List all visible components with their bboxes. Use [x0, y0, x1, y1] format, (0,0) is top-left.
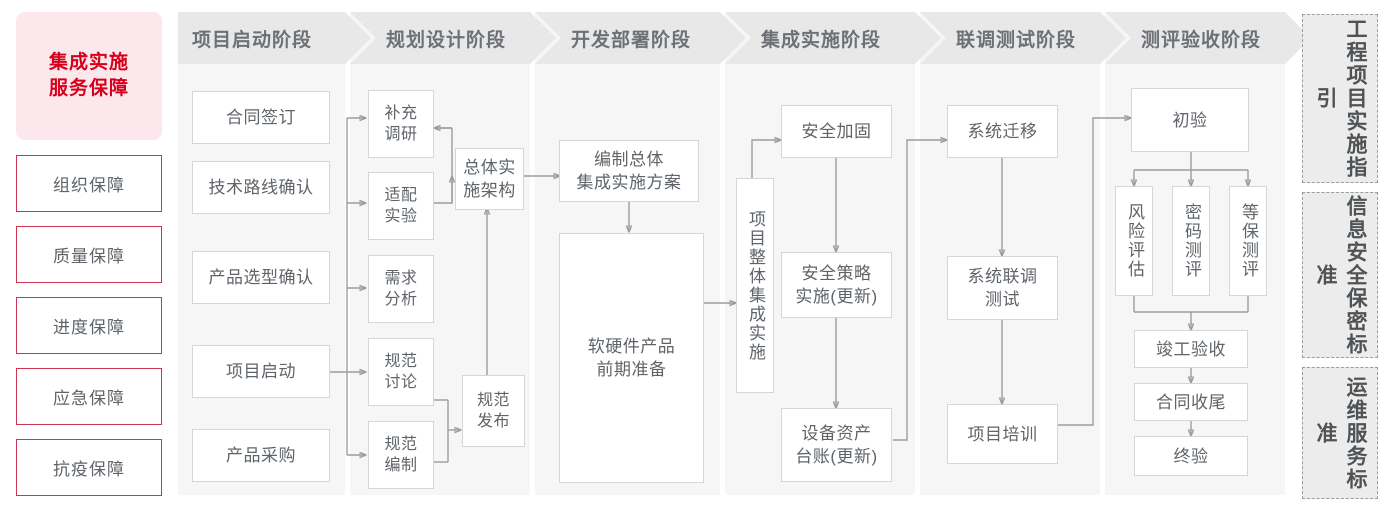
stage-header-planning[interactable]: 规划设计阶段: [350, 12, 556, 64]
guarantee-item-label: 进度保障: [53, 318, 125, 337]
guarantee-item-quality[interactable]: 质量保障: [16, 226, 162, 283]
node-label-line-1: 编制总体: [594, 150, 664, 169]
node-label-line-1: 安全策略: [801, 264, 872, 283]
guarantee-item-emergency[interactable]: 应急保障: [16, 368, 162, 425]
node-label-line-2: 发布: [476, 413, 510, 430]
node-product-selection-confirm[interactable]: 产品选型确认: [192, 251, 330, 304]
guarantee-header-line-2: 服务保障: [48, 78, 129, 99]
node-spec-drafting[interactable]: 规范 编制: [368, 421, 434, 489]
guarantee-item-label: 应急保障: [53, 389, 125, 408]
node-label: 终验: [1173, 446, 1209, 466]
stage-header-integration[interactable]: 集成实施阶段: [725, 12, 941, 64]
node-supplementary-research[interactable]: 补充 调研: [368, 90, 434, 158]
standard-label: 工程项目实施指引: [1314, 18, 1367, 179]
node-label: 产品采购: [226, 446, 296, 465]
node-label: 初验: [1172, 110, 1208, 130]
node-product-procurement[interactable]: 产品采购: [192, 429, 330, 482]
node-label-line-2: 实验: [384, 208, 418, 225]
stage-header-development[interactable]: 开发部署阶段: [535, 12, 746, 64]
node-label-line-1: 系统联调: [967, 267, 1038, 286]
node-compile-overall-plan[interactable]: 编制总体 集成实施方案: [559, 140, 699, 202]
guarantee-header: 集成实施 服务保障: [16, 12, 162, 140]
standard-security-confidentiality[interactable]: 信息安全保密标准: [1302, 192, 1378, 358]
node-hw-sw-preparation[interactable]: 软硬件产品 前期准备: [559, 233, 704, 483]
standard-label: 运维服务标准: [1314, 375, 1367, 491]
node-label: 产品选型确认: [208, 268, 314, 287]
node-label-line-1: 规范: [384, 436, 418, 453]
guarantee-item-label: 抗疫保障: [53, 460, 125, 479]
node-label: 安全加固: [801, 122, 872, 141]
node-label-line-2: 集成实施方案: [576, 173, 682, 192]
node-label: 密码测评: [1182, 203, 1201, 279]
node-label-line-1: 总体实: [463, 158, 516, 177]
guarantee-item-schedule[interactable]: 进度保障: [16, 297, 162, 354]
node-label: 项目培训: [967, 424, 1038, 444]
node-security-policy-impl[interactable]: 安全策略 实施(更新): [781, 252, 892, 318]
node-asset-ledger[interactable]: 设备资产 台账(更新): [781, 408, 892, 482]
node-label-line-1: 适配: [384, 187, 418, 204]
node-project-kickoff[interactable]: 项目启动: [192, 345, 330, 398]
guarantee-item-label: 质量保障: [53, 247, 125, 266]
node-spec-release[interactable]: 规范 发布: [462, 375, 525, 447]
node-contract-signing[interactable]: 合同签订: [192, 91, 330, 144]
node-contract-closeout[interactable]: 合同收尾: [1134, 383, 1248, 421]
guarantee-item-label: 组织保障: [53, 176, 125, 195]
node-label-line-2: 测试: [985, 290, 1020, 309]
node-label: 风险评估: [1125, 203, 1144, 279]
node-label: 项目整体集成实施: [746, 209, 765, 362]
stage-header-label: 规划设计阶段: [386, 29, 507, 51]
node-label: 系统迁移: [967, 122, 1038, 141]
stage-header-label: 开发部署阶段: [571, 29, 692, 51]
stage-header-joint-test[interactable]: 联调测试阶段: [920, 12, 1126, 64]
node-security-hardening[interactable]: 安全加固: [781, 105, 892, 158]
node-risk-assessment[interactable]: 风险评估: [1115, 186, 1153, 296]
node-tech-route-confirm[interactable]: 技术路线确认: [192, 161, 330, 214]
stage-header-label: 项目启动阶段: [192, 29, 313, 51]
stage-header-initiation[interactable]: 项目启动阶段: [178, 12, 371, 64]
stage-header-label: 集成实施阶段: [761, 29, 882, 51]
node-completion-acceptance[interactable]: 竣工验收: [1134, 330, 1248, 368]
node-label-line-2: 实施(更新): [795, 287, 878, 306]
node-system-migration[interactable]: 系统迁移: [947, 105, 1058, 158]
node-project-training[interactable]: 项目培训: [947, 404, 1058, 464]
node-label-line-1: 补充: [384, 105, 418, 122]
stage-header-label: 联调测试阶段: [956, 29, 1077, 51]
stage-header-acceptance[interactable]: 测评验收阶段: [1105, 12, 1311, 64]
node-label: 等保测评: [1239, 203, 1258, 279]
node-label: 竣工验收: [1156, 339, 1226, 359]
node-label-line-2: 调研: [384, 126, 418, 143]
node-label-line-2: 编制: [384, 457, 418, 474]
node-requirement-analysis[interactable]: 需求 分析: [368, 255, 434, 323]
node-mlps-evaluation[interactable]: 等保测评: [1229, 186, 1267, 296]
node-project-overall-integration[interactable]: 项目整体集成实施: [736, 178, 774, 393]
node-preliminary-acceptance[interactable]: 初验: [1131, 88, 1249, 152]
standard-engineering-guide[interactable]: 工程项目实施指引: [1302, 14, 1378, 183]
stage-header-label: 测评验收阶段: [1141, 29, 1262, 51]
node-crypto-evaluation[interactable]: 密码测评: [1172, 186, 1210, 296]
node-label-line-2: 施架构: [463, 181, 516, 200]
node-label: 技术路线确认: [208, 178, 314, 197]
node-label: 合同签订: [226, 108, 296, 127]
guarantee-header-line-1: 集成实施: [48, 52, 129, 73]
node-final-acceptance[interactable]: 终验: [1134, 436, 1248, 476]
node-label: 合同收尾: [1156, 392, 1226, 412]
guarantee-item-epidemic[interactable]: 抗疫保障: [16, 439, 162, 496]
node-overall-impl-architecture[interactable]: 总体实 施架构: [455, 148, 524, 210]
node-label-line-1: 需求: [384, 270, 418, 287]
node-label-line-1: 软硬件产品: [587, 337, 676, 356]
node-system-joint-test[interactable]: 系统联调 测试: [947, 256, 1058, 320]
guarantee-item-organization[interactable]: 组织保障: [16, 155, 162, 212]
node-spec-discussion[interactable]: 规范 讨论: [368, 338, 434, 406]
node-label-line-2: 前期准备: [596, 360, 667, 379]
node-label-line-1: 规范: [384, 353, 418, 370]
node-label-line-2: 讨论: [384, 374, 418, 391]
node-label-line-1: 规范: [476, 392, 510, 409]
node-adaptation-experiment[interactable]: 适配 实验: [368, 172, 434, 240]
node-label-line-2: 分析: [384, 291, 418, 308]
node-label-line-1: 设备资产: [801, 424, 872, 443]
node-label: 项目启动: [226, 362, 296, 381]
standard-label: 信息安全保密标准: [1314, 194, 1367, 356]
node-label-line-2: 台账(更新): [795, 447, 878, 466]
standard-ops-service[interactable]: 运维服务标准: [1302, 367, 1378, 499]
